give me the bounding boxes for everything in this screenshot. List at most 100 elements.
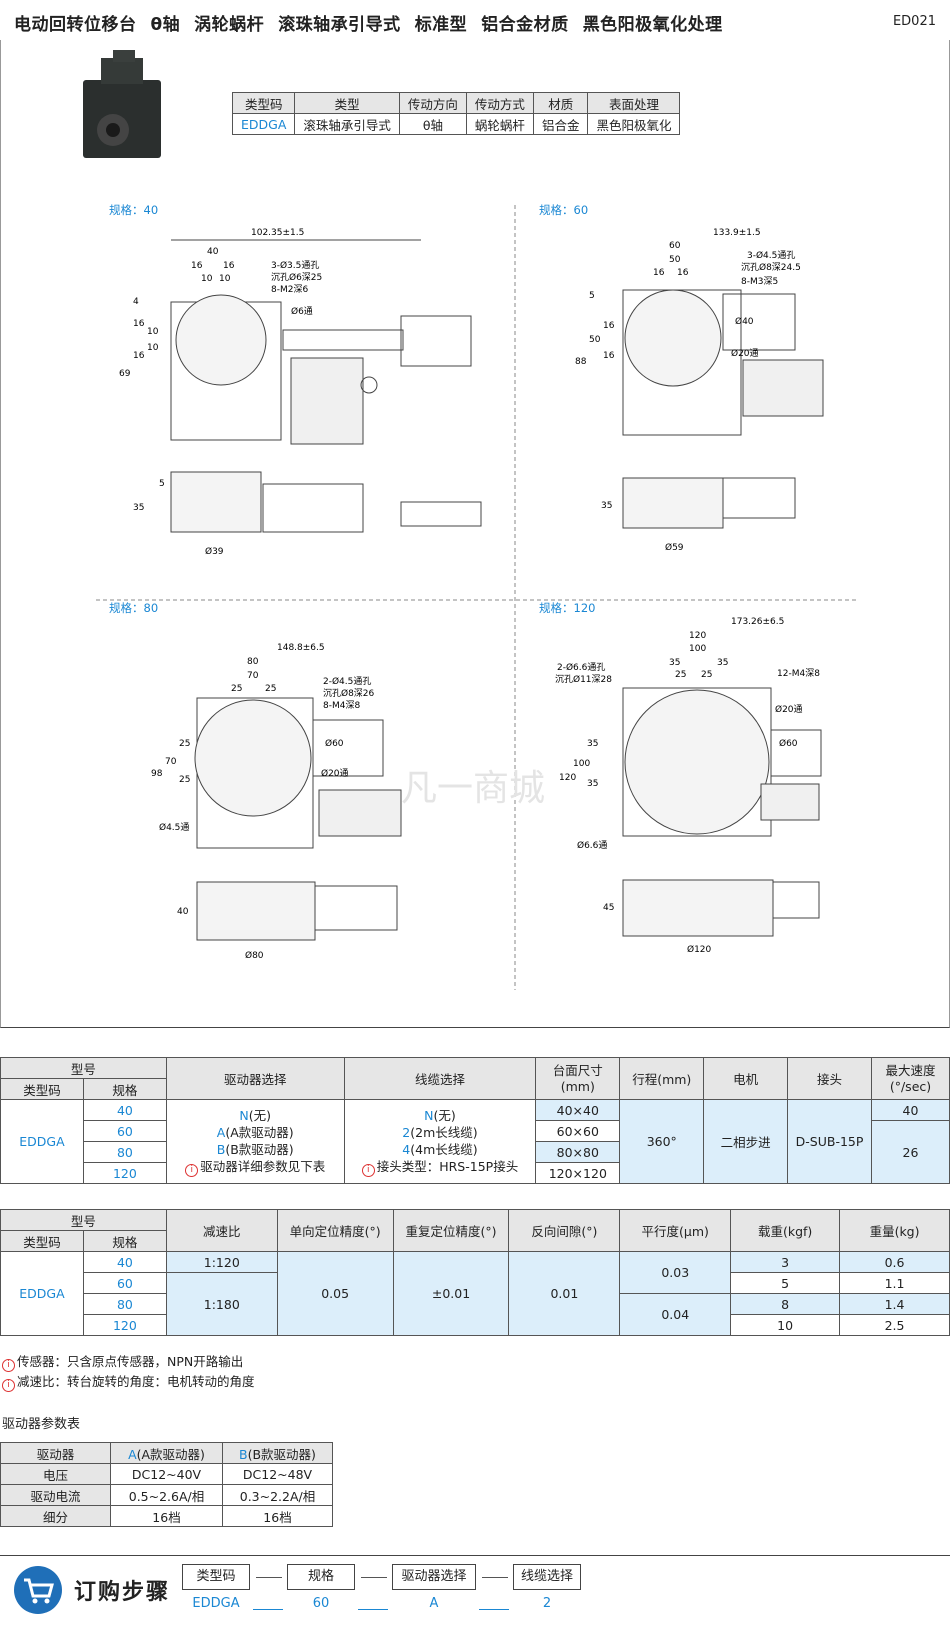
dim: 100 — [689, 644, 706, 654]
th: 类型码 — [0, 1078, 84, 1100]
dim: 120 — [559, 773, 576, 783]
dim: 4 — [133, 297, 139, 307]
th: 型号 — [0, 1057, 167, 1079]
td: 驱动电流 — [0, 1484, 111, 1506]
dim: 35 — [587, 779, 598, 789]
note: 驱动器详细参数见下表 — [200, 1158, 326, 1174]
value-spec: 60 — [312, 1596, 330, 1611]
dim: 70 — [247, 671, 259, 681]
dim: 10 — [147, 343, 159, 353]
order-steps: 订购步骤 类型码 规格 驱动器选择 线缆选择 EDDGA 60 A 2 — [0, 1555, 950, 1626]
dim: 60 — [669, 241, 681, 251]
td: 16档 — [222, 1505, 333, 1527]
opt: (无) — [248, 1107, 272, 1123]
th: 驱动器 — [0, 1442, 111, 1464]
th: 台面尺寸 (mm) — [535, 1057, 621, 1100]
th: 重量(kg) — [839, 1209, 950, 1252]
th: 载重(kgf) — [730, 1209, 841, 1252]
opt: (A款驱动器) — [225, 1124, 294, 1140]
step-spec: 规格 — [287, 1564, 355, 1590]
dim: Ø20通 — [731, 348, 759, 359]
dim: 35 — [587, 739, 598, 749]
td: 60 — [82, 1272, 167, 1294]
dim: 3-Ø4.5通孔 — [747, 250, 795, 261]
info-icon: i — [185, 1163, 199, 1177]
td: 细分 — [0, 1505, 111, 1527]
td: 3 — [730, 1251, 841, 1273]
td: 26 — [870, 1120, 950, 1184]
dim: 69 — [119, 369, 131, 379]
value-driver: A — [429, 1596, 439, 1611]
opt: N — [239, 1107, 249, 1123]
dim: Ø59 — [665, 542, 684, 553]
technical-drawings: 凡一商城 规格：40 102.35±1.5 40 16 16 10 10 3-Ø… — [83, 50, 856, 990]
title-part: 滚珠轴承引导式 — [278, 15, 401, 35]
note: 减速比：转台旋转的角度：电机转动的角度 — [17, 1374, 255, 1389]
connector — [256, 1577, 282, 1578]
td: 60 — [82, 1120, 167, 1142]
dim: 8-M3深5 — [741, 276, 778, 287]
dim: 102.35±1.5 — [251, 228, 304, 238]
label-s120: 规格：120 — [539, 601, 595, 615]
td: ±0.01 — [392, 1251, 510, 1336]
dim: 70 — [165, 757, 177, 767]
dim: 98 — [151, 769, 163, 779]
dim: Ø120 — [687, 944, 712, 955]
dim: 5 — [159, 479, 165, 489]
model-selection-table: 型号 驱动器选择 线缆选择 台面尺寸 (mm) 行程(mm) 电机 接头 最大速… — [0, 1057, 950, 1184]
dim: 50 — [669, 255, 681, 265]
label-s80: 规格：80 — [109, 601, 158, 615]
td: 40 — [82, 1099, 167, 1121]
watermark: 凡一商城 — [401, 768, 545, 809]
dim: 40 — [207, 247, 219, 257]
td: 80 — [82, 1141, 167, 1163]
dim: Ø20通 — [321, 768, 349, 779]
th: 电机 — [703, 1057, 789, 1100]
cart-icon — [14, 1566, 62, 1614]
opt: (4m长线缆) — [410, 1141, 478, 1157]
dim: 16 — [603, 351, 615, 361]
th: 类型码 — [0, 1230, 84, 1252]
td: 40 — [870, 1099, 950, 1121]
th: 反向间隙(°) — [508, 1209, 621, 1252]
value-type-code: EDDGA — [192, 1596, 240, 1611]
th-text: (A款驱动器) — [136, 1446, 205, 1462]
dim: 2-Ø6.6通孔 — [557, 662, 605, 673]
opt: 2 — [402, 1124, 411, 1140]
connector — [253, 1609, 283, 1610]
dim: 148.8±6.5 — [277, 643, 325, 653]
dim: 35 — [669, 658, 680, 668]
td: 0.04 — [619, 1293, 732, 1336]
step-driver: 驱动器选择 — [392, 1564, 476, 1590]
td: 蜗轮蜗杆 — [465, 113, 534, 135]
product-code: ED021 — [892, 14, 936, 29]
td: 0.03 — [619, 1251, 732, 1294]
td: 1:180 — [165, 1272, 278, 1336]
dim: 25 — [265, 684, 276, 694]
dim: 16 — [603, 321, 615, 331]
dim: 3-Ø3.5通孔 — [271, 260, 319, 271]
title-part: 标准型 — [414, 15, 468, 35]
connector — [358, 1609, 388, 1610]
dim: 5 — [589, 291, 595, 301]
th: 型号 — [0, 1209, 167, 1231]
th: 重复定位精度(°) — [392, 1209, 510, 1252]
th: 行程(mm) — [619, 1057, 705, 1100]
th: B(B款驱动器) — [222, 1442, 333, 1464]
opt: N — [424, 1107, 434, 1123]
td: 0.01 — [508, 1251, 621, 1336]
th: 表面处理 — [587, 92, 681, 114]
dim: Ø4.5通 — [159, 822, 189, 833]
th: 类型 — [294, 92, 400, 114]
td: 16档 — [110, 1505, 223, 1527]
td: 10 — [730, 1314, 841, 1336]
dim: 133.9±1.5 — [713, 228, 761, 238]
dim: 沉孔Ø6深25 — [271, 272, 322, 283]
td: 0.6 — [839, 1251, 950, 1273]
dim: 10 — [201, 274, 213, 284]
td: 1:120 — [165, 1251, 278, 1273]
td: 二相步进 — [703, 1099, 789, 1184]
